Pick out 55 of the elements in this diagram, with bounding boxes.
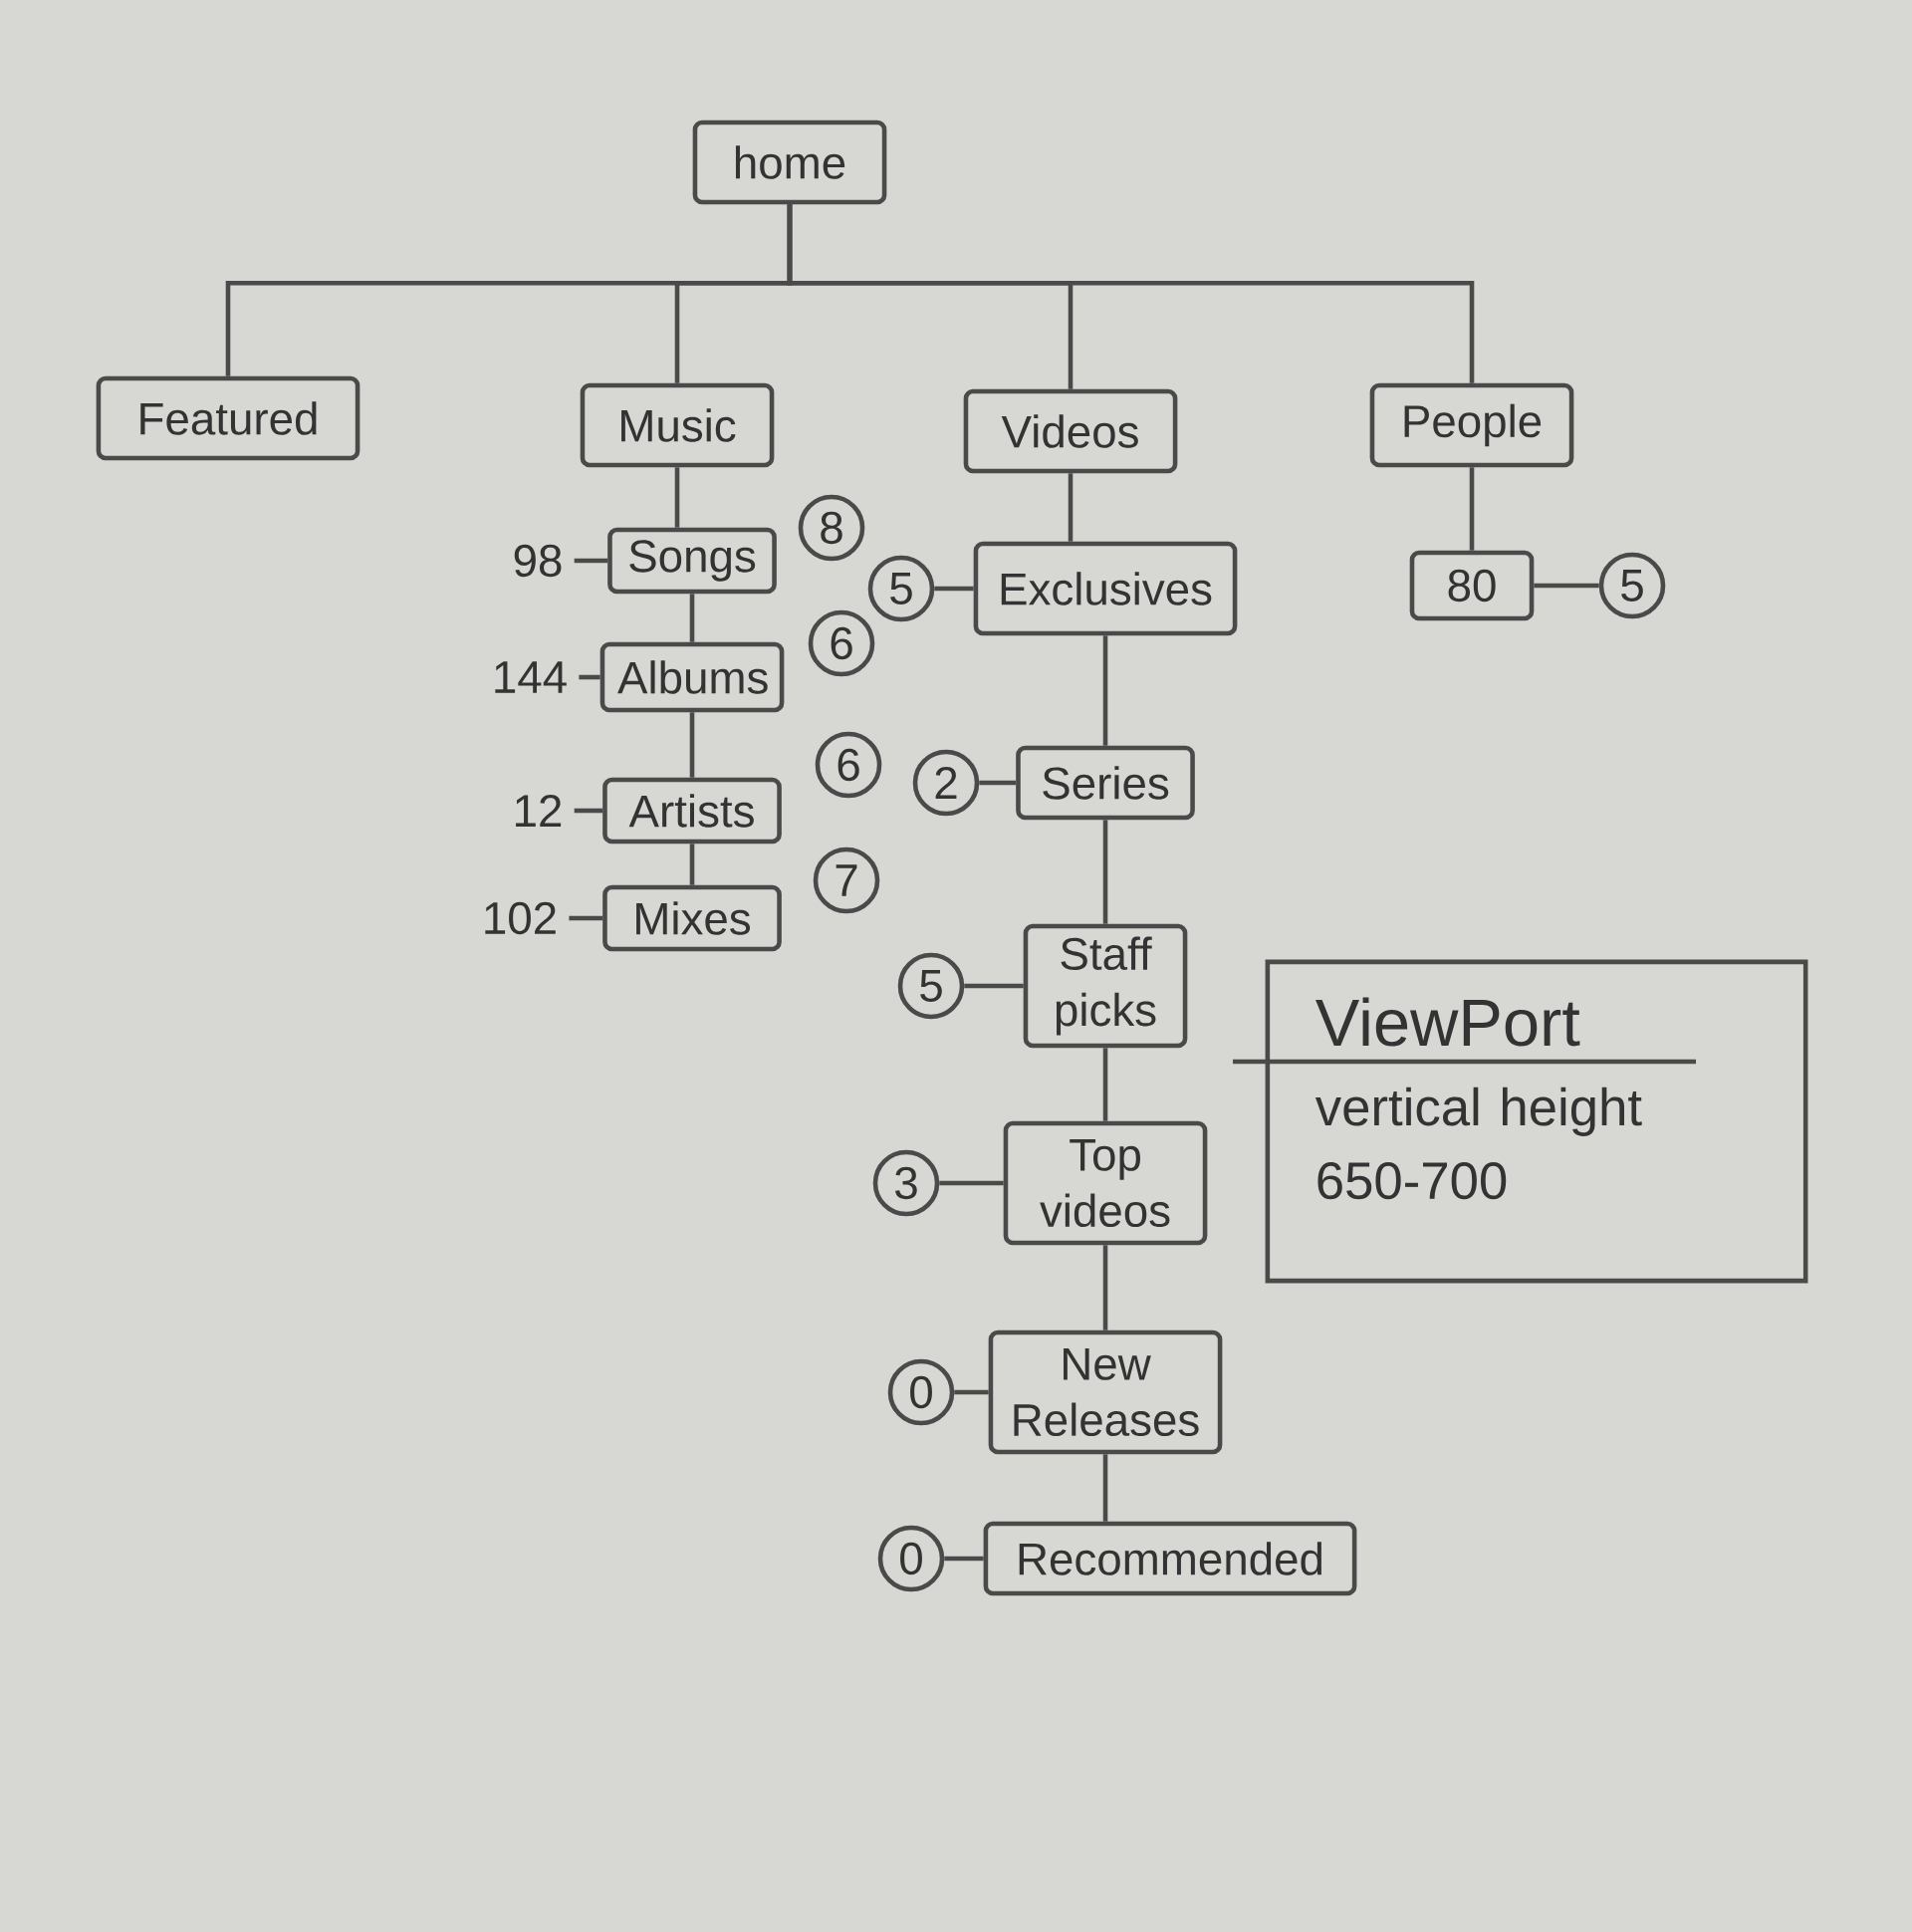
connector-line (1469, 467, 1475, 551)
connector-line (689, 712, 695, 778)
page-box: Staff picks (1023, 923, 1188, 1049)
connector-line (1102, 820, 1108, 924)
circled-number: 7 (813, 846, 880, 914)
connector-line (1102, 1048, 1108, 1121)
page-box: New Releases (988, 1329, 1223, 1455)
connector-line (934, 586, 974, 592)
connector-line (964, 983, 1024, 989)
circled-number: 6 (808, 609, 875, 677)
connector-line (689, 594, 695, 642)
circled-number: 0 (887, 1358, 955, 1426)
connector-line (979, 780, 1017, 786)
page-box: Top videos (1003, 1120, 1208, 1246)
page-box: Series (1016, 745, 1195, 821)
connector-line (1102, 1245, 1108, 1330)
number-label: 12 (516, 795, 562, 827)
connector-line (574, 808, 603, 814)
connector-line (1534, 583, 1599, 589)
connector-line (1102, 635, 1108, 746)
connector-line (1102, 1454, 1108, 1522)
circled-number: 5 (897, 952, 965, 1020)
page-box: Artists (602, 777, 782, 845)
page-box: Recommended (983, 1521, 1357, 1596)
connector-line (574, 558, 608, 564)
circled-number: 6 (815, 731, 882, 799)
page-box: 80 (1409, 550, 1535, 621)
connector-line (954, 1389, 989, 1395)
page-box: Featured (96, 375, 360, 461)
page-box: Music (580, 382, 775, 468)
circled-number: 3 (872, 1149, 940, 1217)
connector-line (939, 1180, 1004, 1186)
connector-line (569, 915, 603, 921)
page-box: Exclusives (973, 541, 1238, 636)
note-box: ViewPort vertical height 650-700 (1233, 959, 1808, 1284)
circled-number: 5 (867, 555, 935, 622)
page-box: Songs (607, 527, 777, 595)
number-label: 98 (514, 544, 562, 578)
circled-number: 0 (877, 1525, 945, 1592)
connector-line (579, 674, 600, 680)
connector-line (944, 1556, 984, 1562)
connector-line (674, 467, 680, 528)
page-box: People (1369, 382, 1574, 468)
number-label: 102 (485, 901, 556, 935)
circled-number: 2 (912, 749, 980, 817)
connector-line (1068, 473, 1074, 542)
page-box: Albums (599, 641, 785, 713)
page-box: home (692, 120, 887, 205)
number-label: 144 (495, 661, 567, 693)
page-box: Mixes (602, 884, 782, 952)
connector-line (787, 204, 1475, 383)
connector-line (689, 844, 695, 885)
page-box: Videos (963, 388, 1178, 474)
circled-number: 8 (798, 494, 865, 562)
circled-number: 5 (1598, 552, 1666, 619)
